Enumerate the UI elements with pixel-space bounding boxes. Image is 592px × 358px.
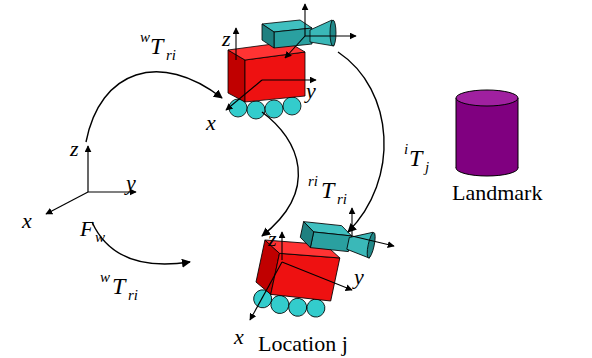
transform-symbol: T xyxy=(321,178,334,202)
world-frame xyxy=(46,146,136,214)
transform-superscript: w xyxy=(140,30,150,45)
transform-symbol: T xyxy=(112,274,125,298)
axis-label: y xyxy=(354,266,364,288)
robot-bottom-axes xyxy=(250,208,394,320)
transform-symbol: T xyxy=(150,34,163,58)
axis-label: z xyxy=(222,28,231,50)
robot-bottom xyxy=(251,211,377,330)
axis-label: z xyxy=(70,138,79,160)
location-label: Location j xyxy=(258,333,348,355)
robot-top xyxy=(228,20,336,119)
axis-label: y xyxy=(306,80,316,102)
transform-subscript: ri xyxy=(337,192,347,207)
frame-label: F xyxy=(80,218,93,240)
landmark-label: Landmark xyxy=(452,182,542,204)
transform-symbol: T xyxy=(409,146,422,170)
frame-subscript: w xyxy=(95,230,105,245)
axis-label: x xyxy=(206,112,216,134)
transform-superscript: i xyxy=(404,142,408,157)
landmark-cylinder xyxy=(456,90,518,176)
axis-label: y xyxy=(126,172,136,194)
transform-subscript: j xyxy=(425,160,429,175)
transform-subscript: ri xyxy=(128,288,138,303)
transform-subscript: ri xyxy=(166,48,176,63)
robot-top-axes xyxy=(226,4,356,110)
axis-label: x xyxy=(22,210,32,232)
transform-superscript: ri xyxy=(308,174,318,189)
transform-arrows xyxy=(86,52,384,264)
axis-label: z xyxy=(268,228,277,250)
transform-superscript: w xyxy=(100,270,110,285)
axis-label: x xyxy=(234,326,244,348)
